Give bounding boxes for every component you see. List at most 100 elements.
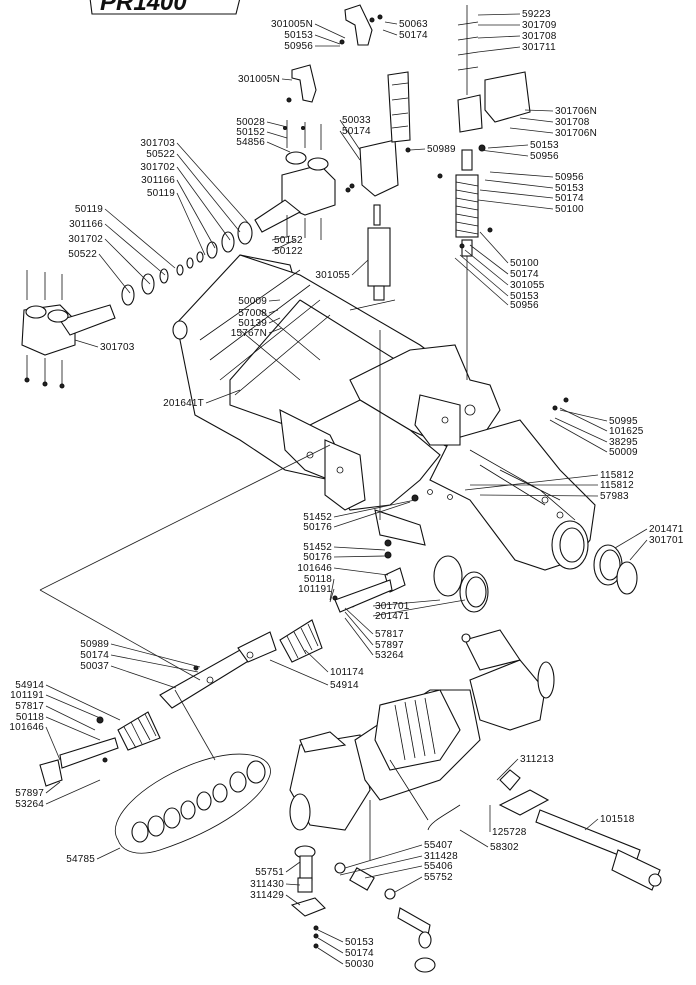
leader-line (459, 254, 509, 297)
bearing-rings-right (433, 544, 638, 613)
part-label: 301055 (315, 270, 350, 281)
part-label: 58302 (490, 842, 519, 853)
part-label: 53264 (375, 650, 404, 661)
leader-line (554, 417, 608, 443)
leader-line (484, 179, 554, 189)
part-label: 57817 (15, 701, 44, 712)
part-label: 50956 (530, 151, 559, 162)
part-label: 115812 (600, 480, 634, 491)
part-label: 50118 (304, 574, 332, 585)
part-label: 57897 (375, 640, 404, 651)
left-boot (117, 711, 161, 751)
right-shock-assembly (455, 5, 531, 380)
leader-line (479, 149, 529, 157)
leader-line (477, 35, 521, 39)
part-label: 50152 (274, 235, 303, 246)
leader-line (266, 141, 291, 153)
leader-line (45, 684, 121, 721)
leader-line (176, 166, 231, 241)
part-label: 301708 (555, 117, 590, 128)
leader-line (384, 21, 398, 25)
part-label: 201471 (649, 524, 684, 535)
leader-lines (45, 13, 648, 965)
center-spring (367, 227, 391, 287)
part-label: 50989 (427, 144, 456, 155)
left-bearing-stack (121, 221, 253, 306)
right-boot (279, 619, 323, 663)
grip-brackets (291, 4, 373, 103)
part-label: 301702 (140, 162, 175, 173)
part-label: 57817 (375, 629, 404, 640)
leader-line (268, 309, 279, 314)
leader-line (268, 327, 283, 334)
part-label: 125728 (492, 827, 527, 838)
leader-line (98, 253, 131, 294)
leader-line (176, 153, 241, 233)
leader-line (285, 894, 301, 906)
part-label: 50119 (147, 188, 175, 199)
part-label: 301055 (510, 280, 545, 291)
leader-line (268, 317, 281, 324)
leader-line (382, 29, 398, 36)
leader-line (469, 244, 509, 275)
leader-line (176, 192, 206, 256)
leader-line (317, 937, 344, 954)
leader-line (477, 13, 521, 16)
part-label: 50153 (510, 291, 539, 302)
part-label: 311429 (250, 890, 284, 901)
leader-line (271, 235, 291, 241)
leader-line (104, 208, 176, 269)
part-label: 59223 (522, 9, 551, 20)
model-title: PR1400 (89, 0, 241, 16)
part-label: 50995 (609, 416, 638, 427)
part-label: 301166 (69, 219, 103, 230)
leader-line (74, 339, 99, 348)
part-label: 301711 (522, 42, 556, 53)
part-label: 50522 (68, 249, 97, 260)
part-label: 50153 (555, 183, 584, 194)
part-label: 50119 (75, 204, 103, 215)
leader-line (487, 144, 529, 149)
fasteners (96, 14, 569, 763)
leader-line (344, 607, 374, 635)
leader-line (464, 474, 599, 491)
leader-line (524, 109, 554, 112)
part-label: 301703 (100, 342, 135, 353)
leader-line (629, 539, 648, 561)
model-title-text: PR1400 (100, 0, 187, 16)
leader-line (479, 231, 509, 264)
part-label: 101191 (10, 690, 44, 701)
leader-line (454, 257, 509, 306)
leader-line (459, 829, 489, 848)
part-label: 50989 (80, 639, 109, 650)
leader-line (351, 259, 369, 276)
leader-line (110, 643, 201, 668)
part-label: 50152 (236, 127, 265, 138)
shim-ring-set (39, 444, 331, 854)
part-label: 54856 (236, 137, 265, 148)
upper-steering-head (254, 120, 336, 240)
part-label: 50100 (555, 204, 584, 215)
leader-line (176, 142, 251, 226)
part-label: 50153 (284, 30, 313, 41)
part-label: 101191 (298, 584, 332, 595)
part-label: 50122 (274, 246, 303, 257)
leader-line (45, 694, 101, 719)
part-label: 50522 (146, 149, 175, 160)
part-label: 38295 (609, 437, 638, 448)
leader-line (317, 929, 344, 943)
leader-line (464, 249, 509, 286)
part-label: 50176 (303, 522, 332, 533)
tie-rod-assembly (39, 567, 406, 787)
leader-line (479, 189, 554, 199)
part-label: 301703 (140, 138, 175, 149)
leader-line (489, 171, 554, 178)
leader-line (333, 501, 411, 528)
part-label: 55751 (255, 867, 284, 878)
part-label: 50174 (555, 193, 584, 204)
part-label: 301005N (238, 74, 280, 85)
part-label: 50009 (609, 447, 638, 458)
right-spring (455, 174, 479, 238)
leader-line (205, 389, 241, 404)
leader-line (496, 758, 519, 781)
